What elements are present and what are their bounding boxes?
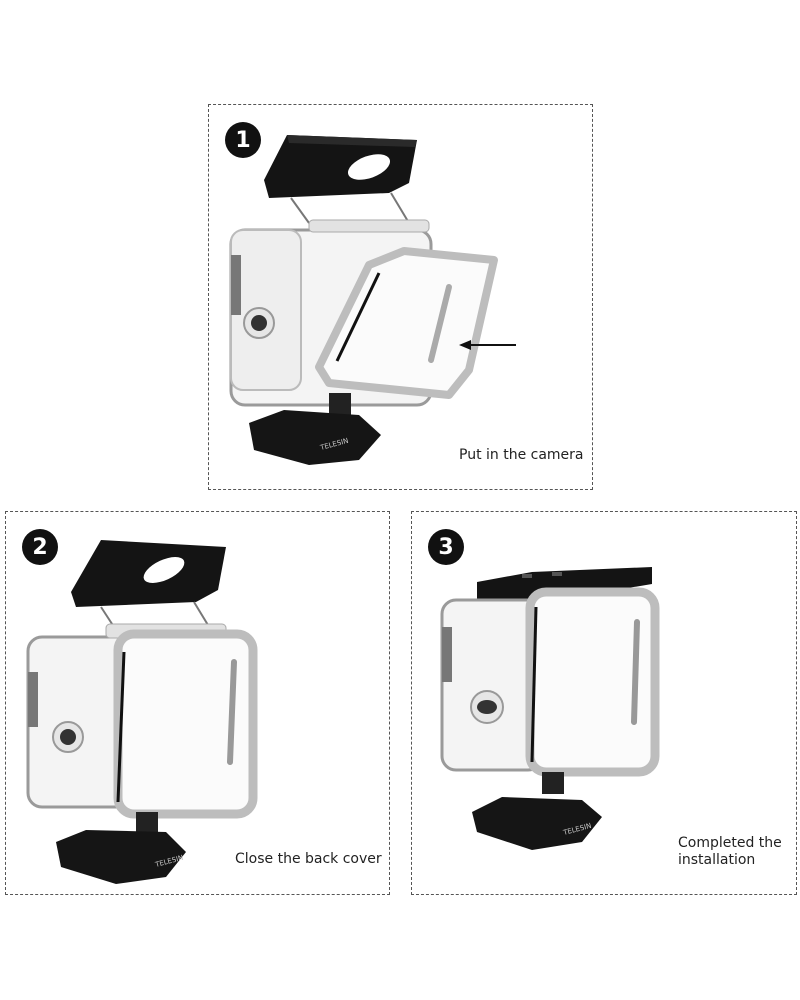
housing-closing-illustration: TELESIN (26, 540, 258, 884)
step-3-caption: Completed the installation (678, 835, 782, 868)
top-latch-icon (264, 135, 417, 224)
back-door-icon (315, 247, 498, 399)
step-3-badge: 3 (428, 529, 464, 565)
back-door-icon (113, 629, 258, 819)
housing-open-with-back-door-illustration: TELESIN (229, 135, 516, 465)
clear-housing-icon (440, 598, 544, 772)
step-2-caption: Close the back cover (235, 851, 382, 867)
step-1-panel: 1 TELESIN (208, 104, 593, 490)
top-latch-icon (71, 540, 226, 631)
step-1-caption: Put in the camera (459, 447, 584, 463)
mount-base-icon: TELESIN (472, 772, 602, 850)
step-2-panel: 2 TELESIN Close the back cover (5, 511, 390, 895)
step-2-badge: 2 (22, 529, 58, 565)
housing-completed-illustration: TELESIN (440, 567, 660, 850)
left-arrow-icon (459, 340, 516, 350)
mount-base-icon: TELESIN (249, 393, 381, 465)
step-3-panel: 3 TELESIN Completed the installation (411, 511, 797, 895)
mount-base-icon: TELESIN (56, 812, 186, 884)
step-1-badge: 1 (225, 122, 261, 158)
top-latch-icon (477, 567, 652, 602)
back-door-icon (525, 587, 660, 777)
